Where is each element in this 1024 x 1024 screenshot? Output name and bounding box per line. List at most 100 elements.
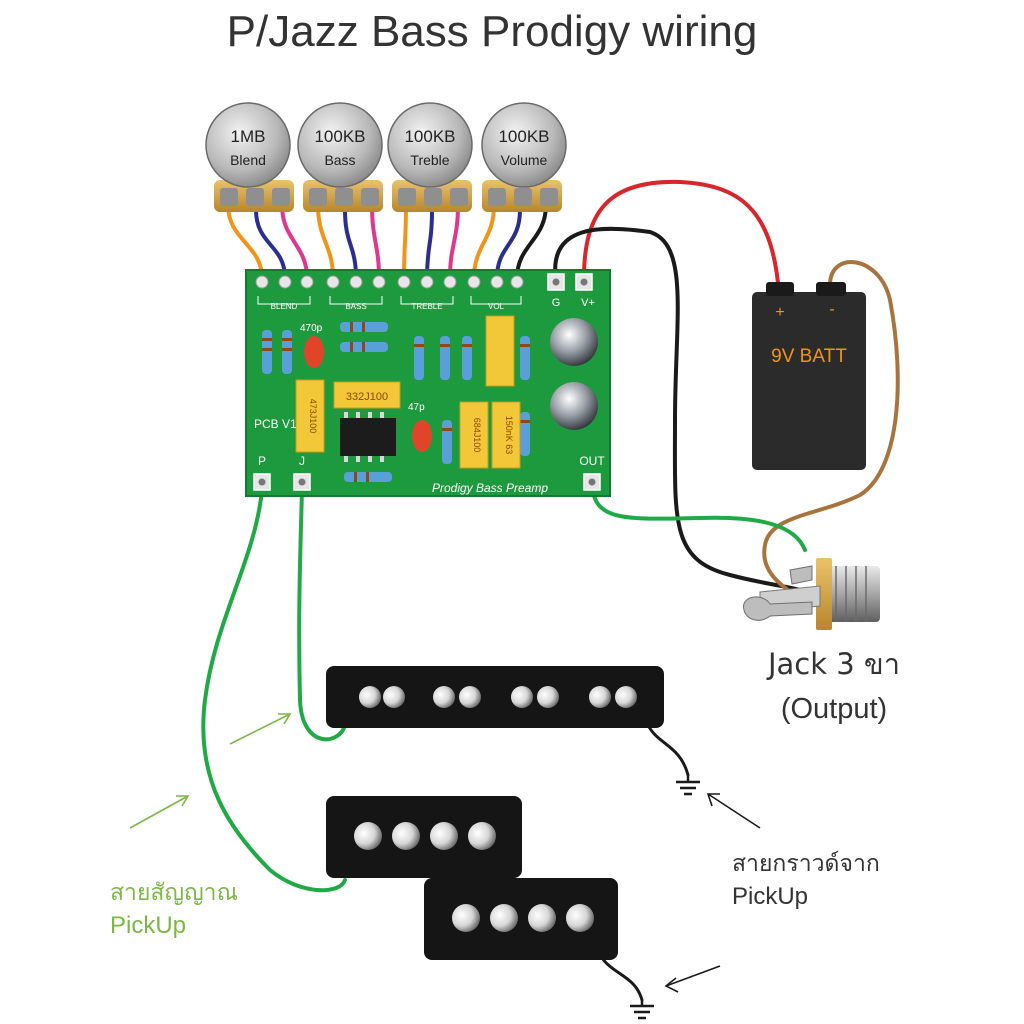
pot-name-label: Volume [501,152,548,168]
pole-piece [459,686,481,708]
cap-47p-label: 47p [408,402,425,413]
jack-thread-lines [835,566,867,622]
diagram-title: P/Jazz Bass Prodigy wiring [227,7,758,56]
wire-orange-bass [316,203,335,280]
ceramic-cap-47p [412,420,432,452]
pot-treble[interactable]: 100KB Treble [387,102,473,212]
pcb-pad[interactable] [349,275,363,289]
wire-pink-blend [280,203,309,280]
pole-piece [433,686,455,708]
pcb-pad[interactable] [510,275,524,289]
pot-name-label: Bass [324,152,355,168]
pot-knob [387,102,473,188]
wire-red-vplus [582,179,780,285]
jack-thread [828,566,880,622]
wire-green-out [590,483,807,552]
box-cap-side [295,379,325,453]
wire-pink-treble [448,203,460,280]
pcb-name-label: Prodigy Bass Preamp [432,481,548,495]
pole-piece [615,686,637,708]
wire-blue-bass [343,208,358,280]
jack-label-line2: (Output) [781,693,887,725]
box-cap-side-label: 473J100 [308,399,318,434]
wire-blue-treble [425,208,434,280]
pole-piece [359,686,381,708]
pcb-pad[interactable] [420,275,434,289]
ground-annotation-line2: PickUp [732,883,808,910]
battery-plus-terminal [766,282,794,296]
arrow-ground-1-head [706,793,720,807]
box-cap-right-2-label: 150nK 63 [504,416,514,455]
cap-470p-label: 470p [300,323,323,334]
resistor [282,330,292,374]
battery-plus-label: + [775,304,784,321]
pcb-top-pads [255,275,524,289]
pcb-resistor-bands [262,322,530,482]
pot-lug [488,188,506,206]
pole-piece [383,686,405,708]
pot-volume[interactable]: 100KB Volume [481,102,567,212]
pot-lug [272,188,290,206]
pole-piece [490,904,518,932]
battery-body [752,292,866,470]
pcb-pad[interactable] [255,275,269,289]
ic-pins [344,412,384,462]
pcb-pad[interactable] [490,275,504,289]
precision-pickup-top [326,796,522,878]
precision-pickup-bottom [424,878,618,960]
precision-pickup-bottom-body [424,878,618,960]
pole-piece [430,822,458,850]
output-jack: Jack 3 ขา (Output) [743,558,900,725]
pcb-pad[interactable] [372,275,386,289]
pcb-pad[interactable] [397,275,411,289]
pot-knob [205,102,291,188]
pcb-j-hole [298,478,306,486]
pcb-pad[interactable] [443,275,457,289]
pcb-pad[interactable] [326,275,340,289]
pot-lug [450,188,468,206]
pcb-j-label: J [299,454,305,468]
pole-piece [528,904,556,932]
wire-black-volume [515,203,548,280]
pole-piece [392,822,420,850]
wire-orange-treble [402,203,408,280]
arrow-signal-1 [129,795,189,829]
electrolytic-cap-2 [550,382,598,430]
ground-symbol-jazz [676,775,700,796]
pot-value-label: 100KB [314,127,365,146]
pot-lug [540,188,558,206]
wire-green-j-pickup [297,488,347,742]
arrow-ground-2 [665,965,721,987]
wire-brown-battery [762,260,900,597]
pot-lug [398,188,416,206]
pole-piece [354,822,382,850]
pole-piece [511,686,533,708]
ic-chip [340,418,396,456]
ground-annotation-line1: สายกราวด์จาก [732,850,880,877]
wire-group [201,179,900,1002]
jazz-pickup-body [326,666,664,728]
pot-bass[interactable]: 100KB Bass [297,102,383,212]
wire-orange-volume [472,203,496,280]
wire-pink-bass [370,203,381,280]
pcb-label-vol: VOL [488,302,505,311]
pot-blend[interactable]: 1MB Blend [205,102,294,212]
pcb-pad[interactable] [467,275,481,289]
pcb-pad[interactable] [300,275,314,289]
pcb-pad[interactable] [278,275,292,289]
pot-lug [335,188,353,206]
box-cap-main-label: 332J100 [346,391,388,403]
box-cap-top [485,315,515,387]
resistor [520,412,530,456]
preamp-pcb: BLEND BASS TREBLE VOL G V+ [245,269,611,497]
box-cap-right-1 [459,401,489,469]
arrow-signal-2 [229,713,291,745]
pcb-label-bass: BASS [345,302,366,311]
battery-minus-label: - [829,301,834,318]
pot-lug [220,188,238,206]
electrolytic-cap-1 [550,318,598,366]
pcb-p-hole [258,478,266,486]
pcb-label-treble: TREBLE [411,302,442,311]
pole-piece [589,686,611,708]
